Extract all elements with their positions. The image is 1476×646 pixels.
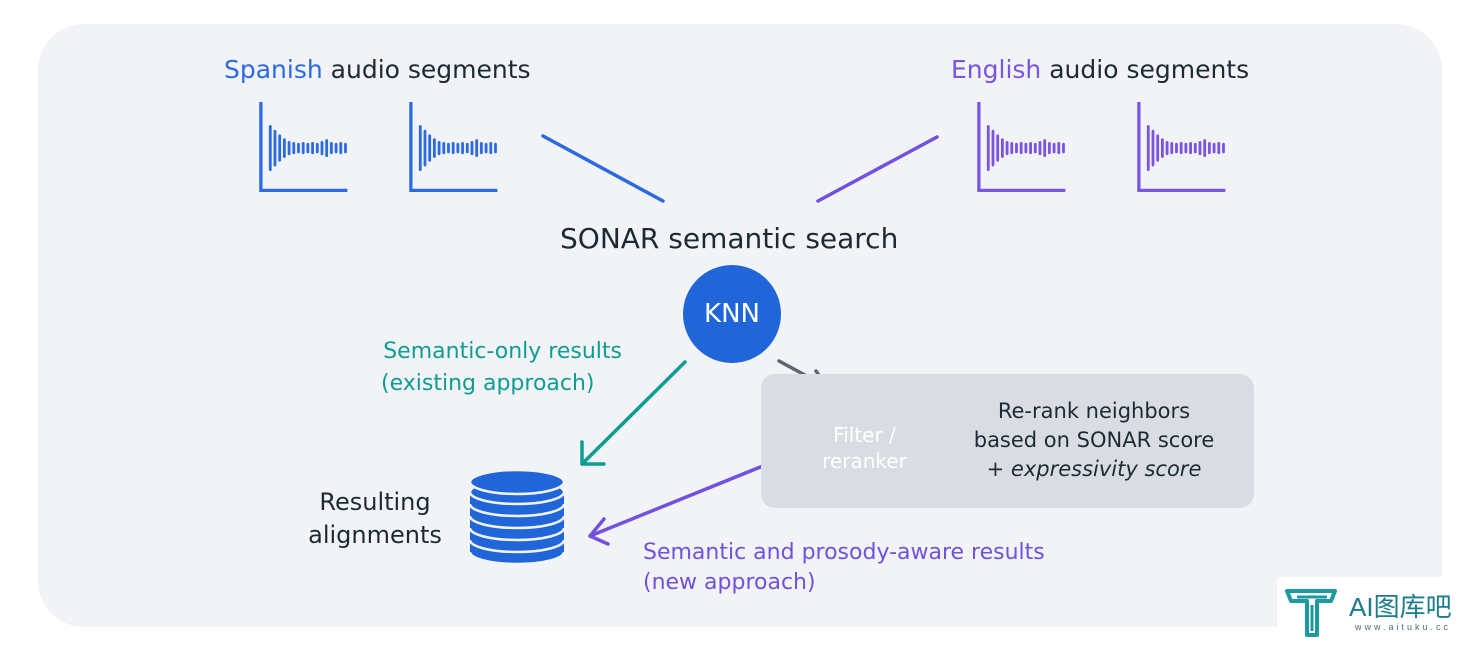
semantic-only-label: Semantic-only results (existing approach… — [365, 336, 622, 400]
spanish-waveform-icon-2 — [409, 102, 500, 193]
rerank-box — [761, 374, 1254, 508]
spanish-heading: Spanish audio segments — [224, 55, 531, 84]
spanish-connector-line — [541, 134, 665, 203]
english-heading: English audio segments — [951, 55, 1250, 84]
prosody-aware-label: Semantic and prosody-aware results (new … — [643, 540, 1045, 595]
english-waveform-icon-2 — [1137, 102, 1228, 193]
knn-node: KNN — [683, 265, 781, 363]
english-connector-line — [816, 135, 939, 203]
logo-url: www.aituku.cc — [1355, 622, 1452, 632]
filter-reranker-label: Filter /reranker — [822, 423, 907, 473]
english-waveform-icon-1 — [977, 102, 1068, 193]
center-title: SONAR semantic search — [560, 222, 899, 255]
logo-text: AI图库吧 — [1349, 592, 1452, 622]
teal-arrow-icon — [580, 360, 687, 466]
rerank-line1: Re-rank neighbors — [997, 399, 1191, 423]
semantic-only-line1: Semantic-only results — [383, 339, 622, 364]
semantic-only-line2: (existing approach) — [381, 371, 595, 396]
rerank-description: Re-rank neighbors based on SONAR score +… — [950, 397, 1238, 484]
spanish-waveform-icon-1 — [259, 102, 350, 193]
rerank-line2: based on SONAR score — [973, 428, 1215, 452]
rerank-line3: + expressivity score — [986, 457, 1202, 481]
watermark-logo: AI图库吧 www.aituku.cc — [1277, 577, 1476, 646]
resulting-alignments-label: Resulting alignments — [308, 488, 442, 549]
purple-arrow-icon — [588, 453, 792, 546]
logo-icon — [1285, 589, 1337, 637]
database-icon — [468, 468, 566, 566]
